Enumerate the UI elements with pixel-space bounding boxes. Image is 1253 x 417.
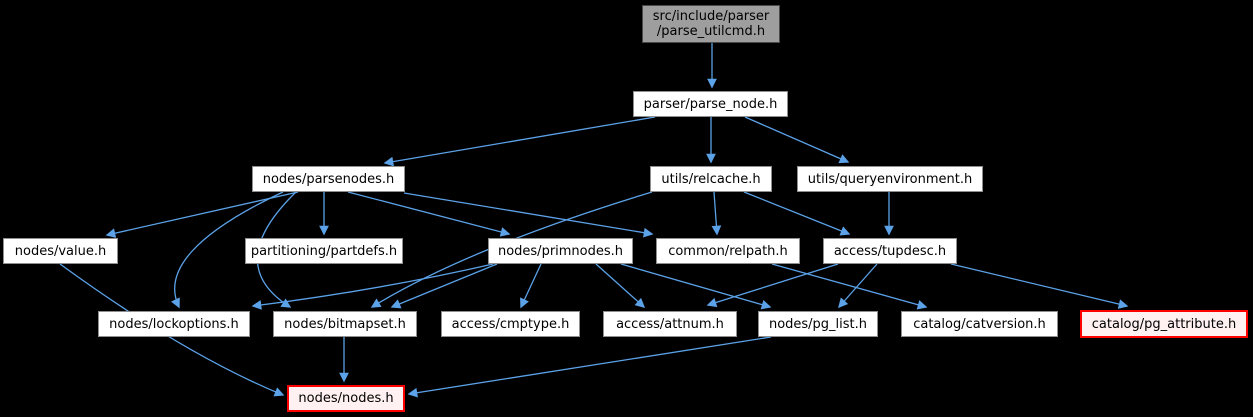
- edge-primnodes-to-bitmapset: [390, 263, 498, 309]
- edge-relcache-to-relpath: [711, 191, 722, 236]
- edge-tupdesc-to-pg_attribute: [950, 263, 1129, 309]
- edge-primnodes-to-cmptype: [520, 263, 542, 309]
- graph-node-nodes[interactable]: nodes/nodes.h: [287, 385, 405, 412]
- edge-tupdesc-to-attnum: [706, 263, 839, 308]
- graph-node-bitmapset[interactable]: nodes/bitmapset.h: [273, 311, 417, 337]
- graph-node-parse_utilcmd[interactable]: src/include/parser /parse_utilcmd.h: [642, 5, 780, 43]
- edge-pg_list-to-nodes: [407, 336, 772, 398]
- edge-parsenodes-to-value: [105, 191, 299, 238]
- graph-node-queryenvironment[interactable]: utils/queryenvironment.h: [797, 166, 983, 192]
- edge-value-to-nodes: [59, 263, 285, 397]
- edge-relcache-to-tupdesc: [743, 191, 851, 236]
- graph-node-relcache[interactable]: utils/relcache.h: [650, 166, 772, 192]
- graph-node-pg_list[interactable]: nodes/pg_list.h: [758, 311, 878, 337]
- edge-primnodes-to-attnum: [595, 263, 646, 308]
- edge-parse_node-to-queryenvironment: [744, 116, 850, 164]
- edge-relpath-to-catversion: [771, 263, 928, 310]
- edge-tupdesc-to-pg_list: [838, 263, 878, 309]
- edges-group: [59, 43, 1129, 398]
- graph-node-cmptype[interactable]: access/cmptype.h: [441, 311, 580, 337]
- edge-parse_node-to-parsenodes: [383, 116, 656, 167]
- graph-node-partdefs[interactable]: partitioning/partdefs.h: [245, 238, 403, 264]
- graph-node-catversion[interactable]: catalog/catversion.h: [901, 311, 1058, 337]
- graph-node-primnodes[interactable]: nodes/primnodes.h: [488, 238, 633, 264]
- graph-node-lockoptions[interactable]: nodes/lockoptions.h: [98, 311, 250, 337]
- graph-node-parse_node[interactable]: parser/parse_node.h: [633, 91, 788, 117]
- graph-node-tupdesc[interactable]: access/tupdesc.h: [823, 238, 957, 264]
- graph-node-value[interactable]: nodes/value.h: [3, 238, 118, 264]
- edge-primnodes-to-lockoptions: [251, 263, 494, 310]
- graph-node-pg_attribute[interactable]: catalog/pg_attribute.h: [1080, 310, 1248, 338]
- edge-parsenodes-to-primnodes: [347, 191, 511, 237]
- edge-primnodes-to-pg_list: [620, 263, 772, 310]
- edge-parsenodes-to-relpath: [403, 192, 654, 238]
- graph-node-parsenodes[interactable]: nodes/parsenodes.h: [252, 166, 405, 192]
- edge-parsenodes-to-lockoptions: [171, 191, 284, 309]
- graph-node-relpath[interactable]: common/relpath.h: [656, 238, 800, 264]
- graph-node-attnum[interactable]: access/attnum.h: [603, 311, 737, 337]
